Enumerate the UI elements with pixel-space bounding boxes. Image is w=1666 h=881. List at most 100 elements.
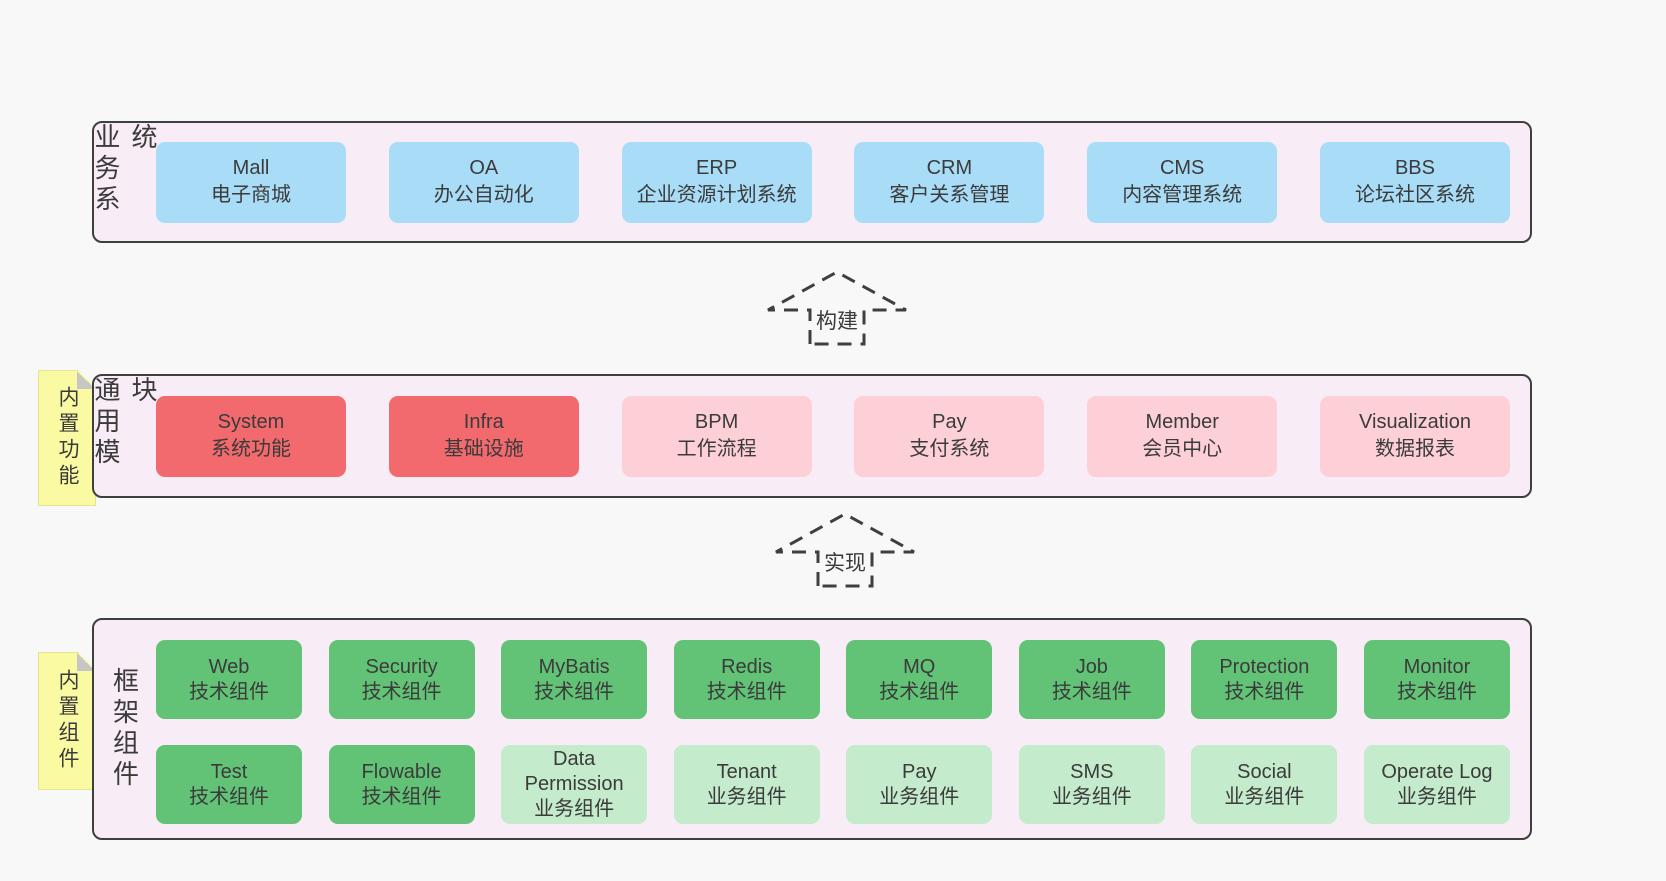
box-erp: ERP 企业资源计划系统 bbox=[621, 141, 812, 223]
box-subtitle: 业务组件 bbox=[534, 798, 615, 820]
box-subtitle: 会员中心 bbox=[1142, 438, 1223, 460]
box-redis: Redis 技术组件 bbox=[673, 640, 820, 719]
box-subtitle: 论坛社区系统 bbox=[1354, 184, 1475, 206]
box-pay: Pay 支付系统 bbox=[854, 395, 1045, 477]
box-subtitle: 系统功能 bbox=[211, 438, 291, 460]
box-title: Pay bbox=[932, 411, 967, 433]
box-subtitle: 客户关系管理 bbox=[889, 184, 1010, 206]
box-title: Member bbox=[1145, 411, 1219, 433]
note-label: 内置组件 bbox=[56, 669, 79, 773]
box-title: Infra bbox=[463, 411, 504, 433]
box-job: Job 技术组件 bbox=[1018, 640, 1165, 719]
box-title: BPM bbox=[694, 411, 739, 433]
box-subtitle: 基础设施 bbox=[443, 438, 524, 460]
box-flowable: Flowable 技术组件 bbox=[328, 745, 475, 824]
box-title: Pay bbox=[902, 760, 937, 783]
box-subtitle: 业务组件 bbox=[706, 785, 787, 808]
box-title: SMS bbox=[1070, 760, 1114, 783]
box-member: Member 会员中心 bbox=[1087, 395, 1278, 477]
box-pay-business: Pay 业务组件 bbox=[846, 745, 993, 824]
build-arrow: 构建 bbox=[752, 268, 922, 346]
box-subtitle: 办公自动化 bbox=[433, 184, 534, 206]
box-title: Visualization bbox=[1359, 411, 1471, 433]
note-label: 内置功能 bbox=[56, 386, 79, 490]
box-title: Monitor bbox=[1403, 655, 1471, 678]
box-subtitle: 支付系统 bbox=[909, 438, 990, 460]
box-subtitle: 技术组件 bbox=[189, 785, 269, 808]
box-subtitle: 数据报表 bbox=[1374, 438, 1455, 460]
band-business-systems: 业务系统 Mall 电子商城 OA 办公自动化 ERP 企业资源计划系统 CRM… bbox=[91, 121, 1532, 243]
component-row-2: Test 技术组件 Flowable 技术组件 Data Permission … bbox=[156, 745, 1510, 824]
box-subtitle: 业务组件 bbox=[1224, 785, 1305, 808]
component-row-1: Web 技术组件 Security 技术组件 MyBatis 技术组件 Redi… bbox=[156, 640, 1510, 719]
box-security: Security 技术组件 bbox=[328, 640, 475, 719]
box-title: Operate Log bbox=[1381, 760, 1493, 783]
box-test: Test 技术组件 bbox=[156, 745, 302, 824]
box-operate-log: Operate Log 业务组件 bbox=[1363, 745, 1510, 824]
box-subtitle: 业务组件 bbox=[879, 785, 960, 808]
box-subtitle: 技术组件 bbox=[534, 680, 615, 703]
box-title: Web bbox=[208, 655, 250, 678]
box-subtitle: 技术组件 bbox=[189, 680, 269, 703]
box-system: System 系统功能 bbox=[156, 395, 346, 477]
box-infra: Infra 基础设施 bbox=[388, 395, 579, 477]
box-title: Protection bbox=[1219, 655, 1310, 678]
box-bbs: BBS 论坛社区系统 bbox=[1319, 141, 1510, 223]
box-title: ERP bbox=[696, 157, 738, 179]
band-label: 业务系统 bbox=[91, 123, 158, 216]
box-mybatis: MyBatis 技术组件 bbox=[501, 640, 648, 719]
box-title: MyBatis bbox=[538, 655, 610, 678]
band-label: 通用模块 bbox=[91, 376, 158, 469]
band-label: 框架组件 bbox=[109, 667, 140, 791]
box-subtitle: 技术组件 bbox=[1051, 680, 1132, 703]
box-title: Flowable bbox=[361, 760, 442, 783]
box-subtitle: 业务组件 bbox=[1051, 785, 1132, 808]
up-arrow-icon bbox=[775, 512, 915, 588]
arrow-label: 构建 bbox=[813, 305, 861, 335]
box-title: CMS bbox=[1159, 157, 1205, 179]
box-title: Social bbox=[1237, 760, 1292, 783]
box-sms: SMS 业务组件 bbox=[1018, 745, 1165, 824]
box-title: Job bbox=[1075, 655, 1108, 678]
box-bpm: BPM 工作流程 bbox=[621, 395, 812, 477]
box-subtitle: 技术组件 bbox=[706, 680, 787, 703]
box-subtitle: 工作流程 bbox=[676, 438, 757, 460]
band-box-grid: Web 技术组件 Security 技术组件 MyBatis 技术组件 Redi… bbox=[156, 620, 1530, 838]
box-oa: OA 办公自动化 bbox=[388, 141, 579, 223]
box-subtitle: 技术组件 bbox=[879, 680, 960, 703]
box-subtitle: 业务组件 bbox=[1396, 785, 1477, 808]
box-subtitle: 企业资源计划系统 bbox=[636, 184, 797, 206]
band-box-row: Mall 电子商城 OA 办公自动化 ERP 企业资源计划系统 CRM 客户关系… bbox=[156, 123, 1530, 241]
box-tenant: Tenant 业务组件 bbox=[673, 745, 820, 824]
band-box-row: System 系统功能 Infra 基础设施 BPM 工作流程 Pay 支付系统… bbox=[156, 376, 1530, 496]
box-subtitle: 技术组件 bbox=[1224, 680, 1305, 703]
box-subtitle: 电子商城 bbox=[211, 184, 291, 206]
box-title: Test bbox=[210, 760, 248, 783]
up-arrow-icon bbox=[767, 270, 907, 346]
box-subtitle: 内容管理系统 bbox=[1122, 184, 1243, 206]
box-web: Web 技术组件 bbox=[156, 640, 302, 719]
band-common-modules: 通用模块 System 系统功能 Infra 基础设施 BPM 工作流程 Pay… bbox=[91, 374, 1532, 498]
box-title: Tenant bbox=[716, 760, 777, 783]
box-visualization: Visualization 数据报表 bbox=[1319, 395, 1510, 477]
box-subtitle: 技术组件 bbox=[1396, 680, 1477, 703]
band-framework-components: 框架组件 Web 技术组件 Security 技术组件 MyBatis 技术组件… bbox=[92, 618, 1532, 840]
implement-arrow: 实现 bbox=[760, 510, 930, 588]
box-crm: CRM 客户关系管理 bbox=[854, 141, 1045, 223]
box-mall: Mall 电子商城 bbox=[156, 141, 346, 223]
box-title: CRM bbox=[926, 157, 973, 179]
box-title: Redis bbox=[721, 655, 773, 678]
box-title: BBS bbox=[1394, 157, 1435, 179]
box-cms: CMS 内容管理系统 bbox=[1087, 141, 1278, 223]
box-title: Security bbox=[365, 655, 438, 678]
box-protection: Protection 技术组件 bbox=[1191, 640, 1338, 719]
box-title: Data Permission bbox=[524, 748, 624, 795]
sticky-note-built-in-components: 内置组件 bbox=[38, 652, 96, 790]
box-title: MQ bbox=[903, 655, 936, 678]
box-subtitle: 技术组件 bbox=[361, 785, 442, 808]
box-subtitle: 技术组件 bbox=[361, 680, 442, 703]
box-mq: MQ 技术组件 bbox=[846, 640, 993, 719]
box-monitor: Monitor 技术组件 bbox=[1363, 640, 1510, 719]
box-title: Mall bbox=[232, 157, 270, 179]
